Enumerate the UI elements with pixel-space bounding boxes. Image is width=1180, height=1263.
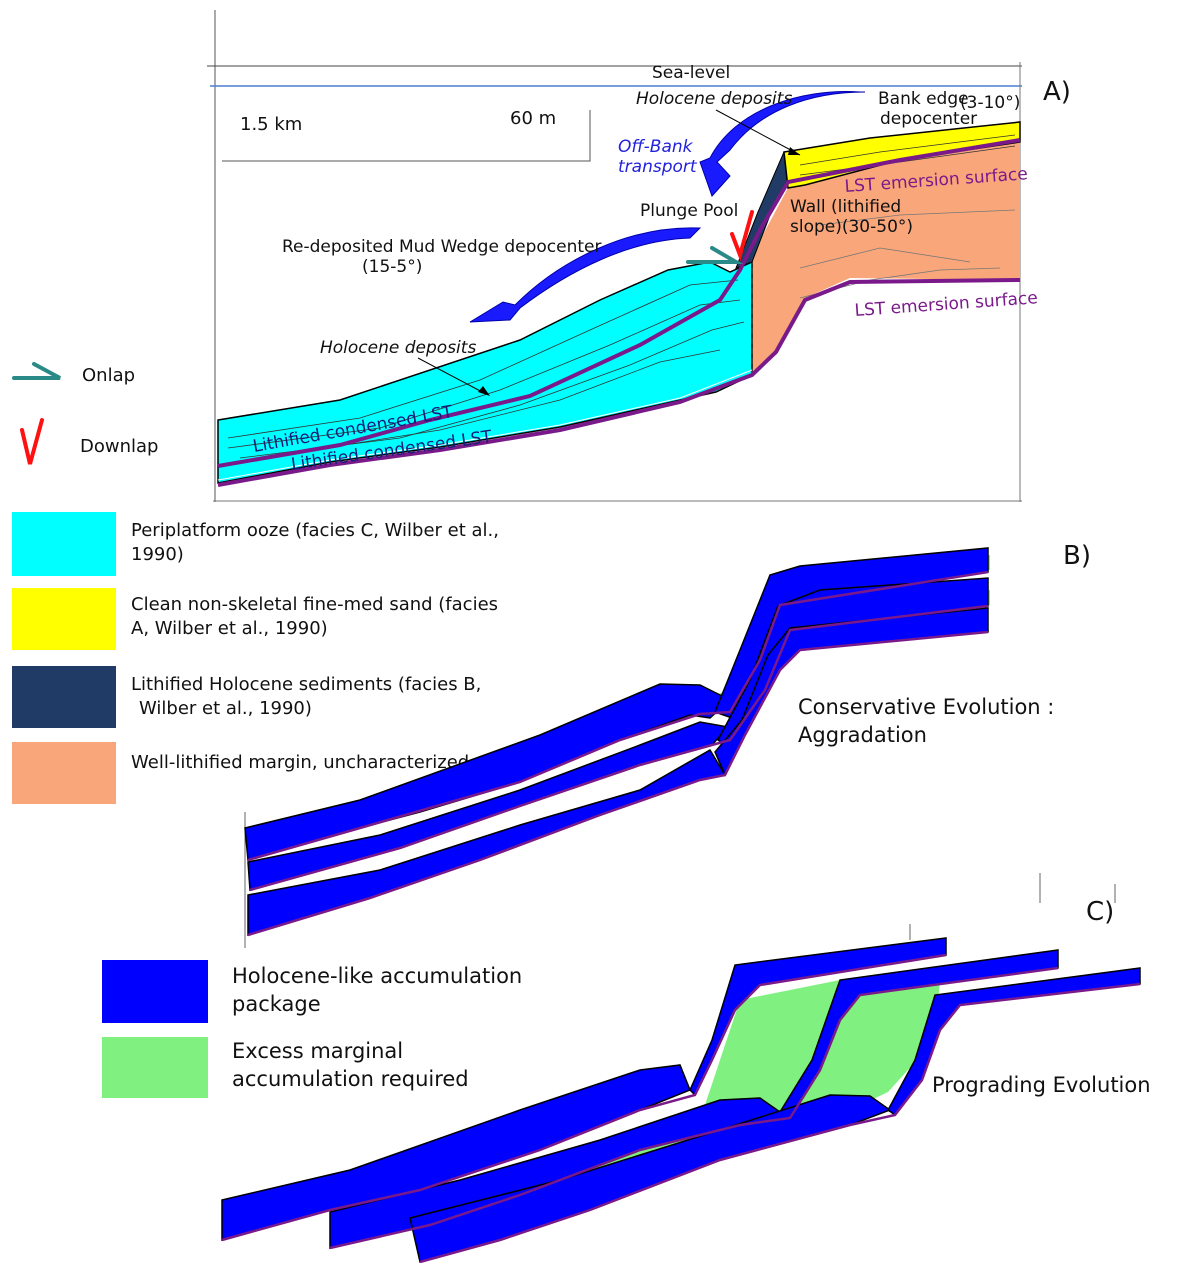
downlap-label: Downlap xyxy=(80,436,158,457)
lst-lower-label: LST emersion surface xyxy=(854,288,1038,321)
holocene-pointer-slope-head xyxy=(478,386,490,396)
margin-internal-line xyxy=(819,209,1016,226)
package-legend: Holocene-like accumulation package Exces… xyxy=(102,960,522,1098)
facies-swatch-lithified-holocene xyxy=(12,666,116,728)
panel-c-label: C) xyxy=(1086,897,1114,927)
bank-transport-arrow xyxy=(699,91,866,197)
off-bank-label-1: Off-Bank xyxy=(618,137,694,157)
package-boundary xyxy=(249,604,989,892)
panel-c-caption: Prograding Evolution xyxy=(932,1073,1151,1097)
package-swatch-holocene xyxy=(102,960,208,1023)
facies-label-lithified-holocene-1: Lithified Holocene sediments (facies B, xyxy=(131,674,481,695)
bank-edge-stratum xyxy=(799,134,1016,166)
well-lithified-margin xyxy=(752,138,1020,372)
holocene-deposits-top-label: Holocene deposits xyxy=(636,89,792,109)
panel-b-label: B) xyxy=(1063,541,1091,571)
off-bank-label-2: transport xyxy=(618,157,698,177)
plunge-pool-label: Plunge Pool xyxy=(640,201,738,221)
panel-b-caption-2: Aggradation xyxy=(798,723,927,747)
onlap-symbol-in-figure xyxy=(686,246,744,264)
holocene-pointer-slope xyxy=(417,357,487,395)
prograding-excess-fill xyxy=(740,978,940,1110)
package-swatch-excess xyxy=(102,1037,208,1098)
mud-wedge-stratum xyxy=(299,349,721,453)
symbol-legend: Onlap Downlap xyxy=(12,362,158,465)
downlap-symbol-in-figure xyxy=(730,210,754,262)
panel-b-caption-1: Conservative Evolution : xyxy=(798,695,1054,719)
panel-b: B) Conservative Evolution : Aggradation xyxy=(244,541,1091,948)
package-boundary xyxy=(329,966,1059,1250)
facies-label-periplatform-2: 1990) xyxy=(131,544,184,565)
holocene-pointer-top-head xyxy=(788,147,800,155)
wall-label-1: Wall (lithified xyxy=(790,197,901,217)
package-label-excess-2: accumulation required xyxy=(232,1067,469,1091)
margin-internal-line xyxy=(799,247,971,269)
scale-bar xyxy=(222,110,591,162)
onlap-label: Onlap xyxy=(82,365,135,386)
package-label-holocene-1: Holocene-like accumulation xyxy=(232,964,522,988)
vertical-scale-label: 60 m xyxy=(510,108,556,129)
lst-emersion-surface-upper xyxy=(217,138,1021,468)
facies-label-sand-2: A, Wilber et al., 1990) xyxy=(131,618,328,639)
lst-emersion-surface-lower xyxy=(217,278,1021,487)
mud-wedge-label-2: (15-5°) xyxy=(362,257,422,277)
mud-wedge-stratum xyxy=(227,279,739,439)
downlap-icon xyxy=(20,418,44,465)
facies-label-margin-1: Well-lithified margin, uncharacterized xyxy=(131,752,469,773)
prograding-excess-fill xyxy=(560,980,852,1170)
mud-wedge-stratum xyxy=(239,321,745,459)
horizontal-scale-label: 1.5 km xyxy=(240,114,302,135)
facies-label-periplatform-1: Periplatform ooze (facies C, Wilber et a… xyxy=(131,520,499,541)
facies-swatch-periplatform xyxy=(12,512,116,576)
facies-label-lithified-holocene-2: Wilber et al., 1990) xyxy=(139,698,312,719)
package-boundary xyxy=(221,953,947,1242)
package-boundary xyxy=(247,570,989,862)
bank-edge-label-1: Bank edge xyxy=(878,89,969,109)
package-label-holocene-2: package xyxy=(232,992,321,1016)
bank-edge-angle-label: (3-10°) xyxy=(960,93,1020,113)
aggradation-package-middle xyxy=(247,721,730,891)
bank-edge-label-2: depocenter xyxy=(880,109,977,129)
holocene-pointer-top xyxy=(715,109,801,156)
package-boundary xyxy=(419,982,1141,1263)
sea-level-label: Sea-level xyxy=(652,63,730,83)
panel-a-label: A) xyxy=(1043,77,1071,107)
mud-wedge-stratum xyxy=(227,299,741,449)
package-boundary xyxy=(247,630,989,937)
wall-label-2: slope)(30-50°) xyxy=(790,217,913,237)
onlap-icon xyxy=(12,362,61,380)
panel-a: A) Sea-level 1.5 km 60 m Holocene deposi… xyxy=(207,10,1071,502)
facies-swatch-sand xyxy=(12,588,116,650)
off-bank-transport-arrow xyxy=(469,227,702,323)
facies-label-sand-1: Clean non-skeletal fine-med sand (facies xyxy=(131,594,498,615)
mud-wedge xyxy=(217,260,753,484)
lst-white-highlight xyxy=(217,369,753,481)
panel-c: C) Prograding Evolution xyxy=(221,873,1151,1263)
mud-wedge-label-1: Re-deposited Mud Wedge depocenter xyxy=(282,237,601,257)
package-label-excess-1: Excess marginal xyxy=(232,1039,403,1063)
holocene-deposits-slope-label: Holocene deposits xyxy=(320,338,476,358)
facies-legend: Periplatform ooze (facies C, Wilber et a… xyxy=(12,512,499,804)
facies-swatch-margin xyxy=(12,742,116,804)
